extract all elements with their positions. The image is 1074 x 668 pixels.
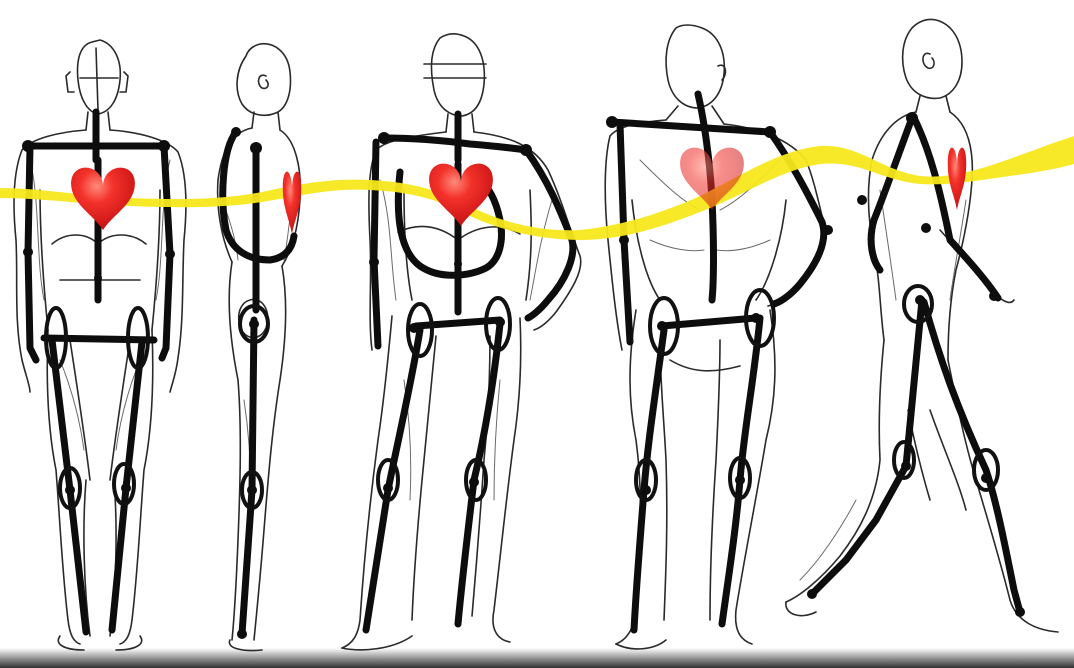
figure-back-view [605, 25, 833, 649]
figure-three-quarter-front-view [342, 34, 581, 650]
heart-icon [71, 168, 135, 230]
heart-icon [283, 172, 301, 234]
figure-side-view [218, 44, 301, 651]
figure-walking-side-view [786, 19, 1058, 632]
figure-front-view [14, 40, 186, 650]
heart-icon [948, 148, 966, 210]
ground-shadow [0, 648, 1074, 668]
